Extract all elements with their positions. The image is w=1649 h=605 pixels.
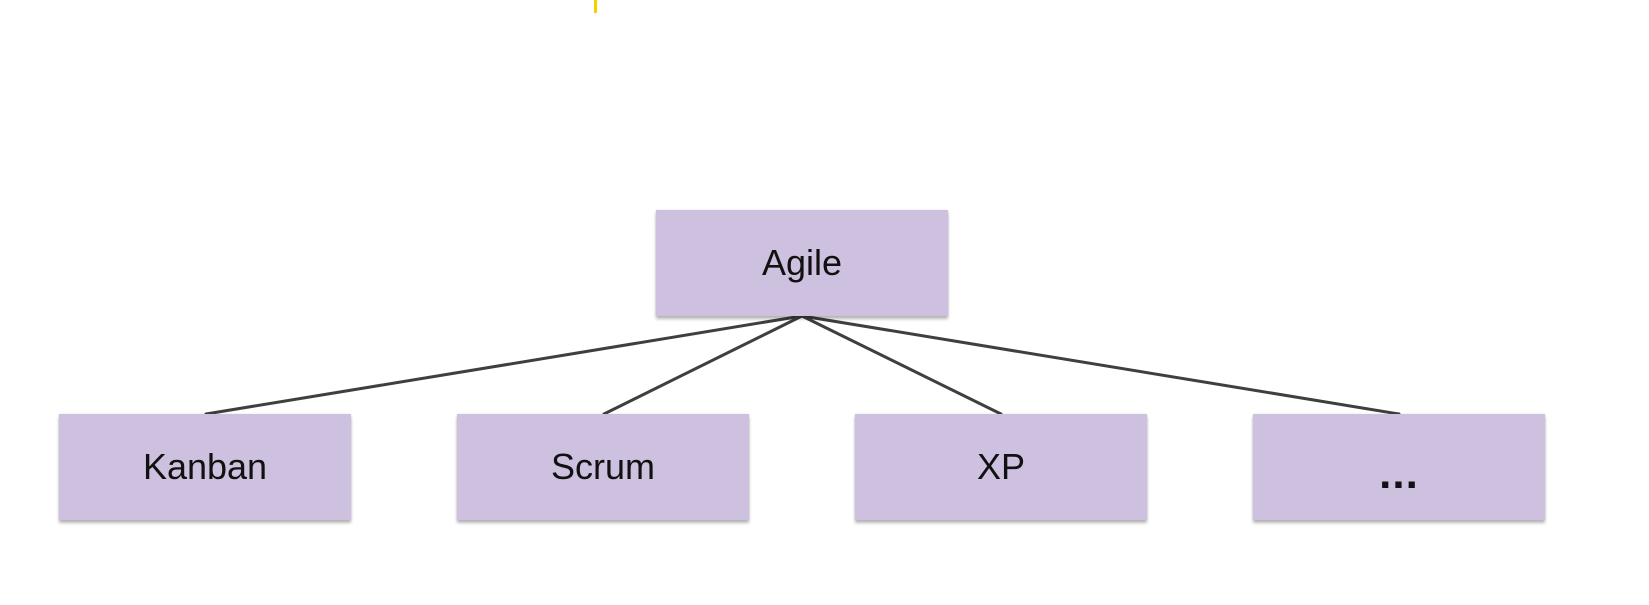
- node-more: ...: [1253, 414, 1545, 520]
- edge-agile-kanban: [204, 314, 804, 416]
- edge-agile-xp: [800, 314, 1003, 416]
- node-scrum: Scrum: [457, 414, 749, 520]
- node-agile-label: Agile: [761, 242, 843, 283]
- edge-agile-more: [800, 314, 1401, 416]
- node-kanban-label: Kanban: [142, 446, 268, 487]
- node-scrum-label: Scrum: [550, 446, 655, 487]
- edge-agile-scrum: [602, 314, 804, 416]
- node-xp: XP: [855, 414, 1147, 520]
- cursor-marker: [594, 0, 597, 13]
- node-kanban: Kanban: [59, 414, 351, 520]
- node-xp-label: XP: [976, 446, 1026, 487]
- node-agile: Agile: [656, 210, 948, 316]
- node-more-label: ...: [1379, 449, 1419, 498]
